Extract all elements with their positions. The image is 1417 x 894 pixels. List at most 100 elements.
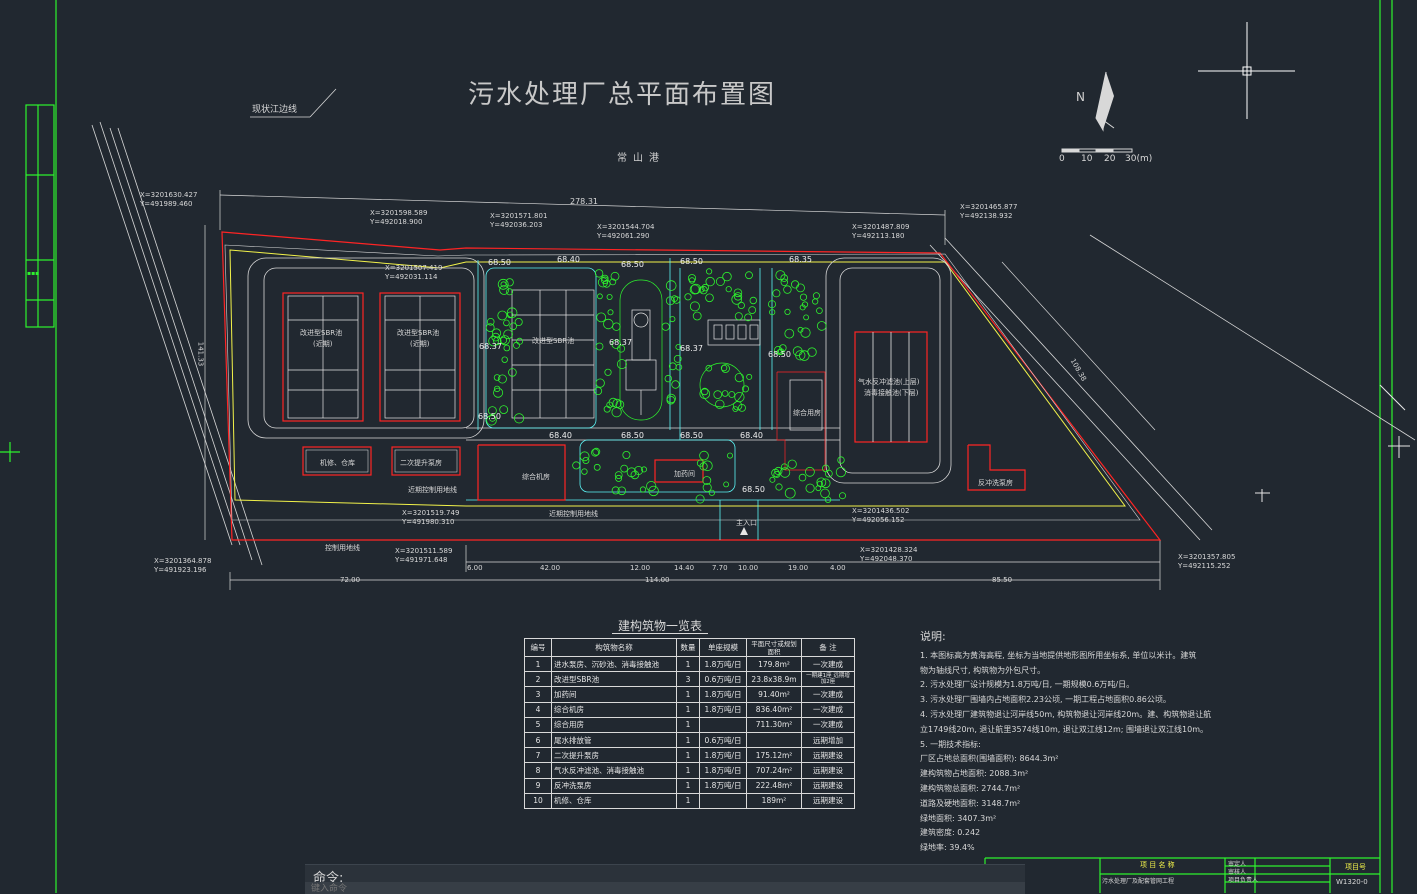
repair-warehouse[interactable] bbox=[302, 446, 372, 476]
tree-symbol bbox=[688, 277, 696, 284]
tree-symbol bbox=[509, 322, 518, 331]
main-machine-building[interactable] bbox=[477, 444, 566, 501]
dim-bottom-7: 19.00 bbox=[788, 564, 809, 572]
tree-symbol bbox=[722, 271, 732, 282]
tree-symbol bbox=[749, 296, 757, 305]
sbr-tank-3[interactable] bbox=[511, 289, 595, 419]
tree-symbol bbox=[780, 278, 788, 286]
table-cell: 远期建设 bbox=[801, 792, 855, 809]
sbr-tank-1[interactable] bbox=[282, 292, 364, 422]
tree-symbol bbox=[669, 316, 676, 323]
title-block-role: 项目负责人 bbox=[1228, 877, 1259, 884]
cyan-roads bbox=[466, 258, 840, 540]
coord-x: X=3201544.704 bbox=[597, 223, 655, 231]
elev-label: 68.37 bbox=[680, 344, 703, 353]
tree-symbol bbox=[784, 308, 791, 315]
tree-symbol bbox=[816, 477, 827, 488]
coord-y: Y=492018.900 bbox=[370, 218, 423, 226]
note-line: 立1749线20m, 退让航里3574线10m, 退让双江线12m; 围墙退让双… bbox=[920, 724, 1209, 734]
tree-symbol bbox=[646, 480, 657, 492]
coord-y: Y=492113.180 bbox=[852, 232, 905, 240]
tree-symbol bbox=[772, 289, 781, 298]
tree-symbol bbox=[499, 405, 509, 415]
sbr-tank-2[interactable] bbox=[379, 292, 461, 422]
table-header: 平面尺寸或规划面积 bbox=[746, 638, 802, 657]
tree-symbol bbox=[702, 476, 712, 485]
dim-bottom-4: 14.40 bbox=[674, 564, 695, 572]
command-line-panel: 命令: bbox=[305, 864, 1025, 894]
tree-symbol bbox=[742, 385, 750, 393]
tree-symbol bbox=[675, 363, 683, 371]
tree-symbol bbox=[597, 277, 609, 288]
note-line: 1. 本图标高为黄海高程, 坐标为当地提供地形图所用坐标系, 单位以米计。建筑 bbox=[920, 650, 1197, 660]
coord-x: X=3201598.589 bbox=[370, 209, 428, 217]
north-arrow-icon bbox=[1095, 71, 1115, 132]
table-cell: 23.8x38.9m bbox=[746, 671, 802, 688]
tree-symbol bbox=[699, 388, 711, 400]
tree-symbol bbox=[508, 368, 517, 377]
elev-label: 68.40 bbox=[557, 255, 580, 264]
table-cell: 1.8万吨/日 bbox=[699, 686, 747, 703]
elev-label: 68.50 bbox=[621, 431, 644, 440]
note-line: 3. 污水处理厂围墙内占地面积2.23公顷, 一期工程占地面积0.86公顷。 bbox=[920, 695, 1171, 705]
tree-symbol bbox=[582, 456, 590, 464]
tree-symbol bbox=[665, 296, 675, 306]
inlet-pump-grit-chamber[interactable] bbox=[619, 279, 663, 421]
secondary-pump-house[interactable] bbox=[391, 446, 461, 476]
tree-symbol bbox=[708, 489, 716, 496]
table-cell: 一次建成 bbox=[801, 655, 855, 673]
note-line: 5. 一期技术指标: bbox=[920, 739, 981, 749]
table-cell: 4 bbox=[524, 701, 552, 718]
main-entrance[interactable] bbox=[740, 527, 748, 535]
tree-symbol bbox=[634, 465, 644, 475]
table-cell: 1 bbox=[676, 686, 700, 703]
backwash-pump-house[interactable] bbox=[967, 444, 1026, 491]
tree-symbol bbox=[606, 293, 613, 300]
tree-symbol bbox=[516, 337, 524, 345]
north-label: N bbox=[1076, 90, 1085, 104]
tree-symbol bbox=[784, 487, 796, 499]
coord-x: X=3201507.419 bbox=[385, 264, 443, 272]
tree-symbol bbox=[497, 278, 509, 290]
tree-symbol bbox=[671, 380, 680, 389]
roads bbox=[247, 257, 952, 484]
tree-symbol bbox=[499, 285, 510, 295]
tree-symbol bbox=[795, 350, 806, 361]
title-block-role: 审核人 bbox=[1228, 869, 1247, 876]
filter-contact-tank[interactable] bbox=[854, 331, 928, 443]
note-line: 4. 污水处理厂建筑物退让河岸线50m, 构筑物退让河岸线20m。建、构筑物退让… bbox=[920, 709, 1212, 719]
table-cell: 远期建设 bbox=[801, 762, 855, 779]
coord-x: X=3201519.749 bbox=[402, 509, 460, 517]
table-cell: 一期建1座 远期增加2座 bbox=[801, 671, 855, 688]
tree-symbol bbox=[769, 309, 776, 316]
table-cell: 一次建成 bbox=[801, 686, 855, 703]
label-pipe-2: 控制用地线 bbox=[325, 544, 360, 552]
tree-symbol bbox=[626, 467, 637, 478]
dosing-building[interactable] bbox=[654, 459, 704, 483]
dim-left-side: 141.33 bbox=[196, 341, 205, 367]
table-cell: 综合用房 bbox=[551, 716, 677, 733]
table-cell: 1 bbox=[676, 655, 700, 673]
tree-symbol bbox=[513, 341, 521, 349]
tree-symbol bbox=[725, 286, 732, 293]
tree-symbol bbox=[596, 312, 607, 323]
table-cell: 3 bbox=[524, 686, 552, 703]
tree-symbol bbox=[715, 399, 725, 410]
command-input[interactable] bbox=[305, 882, 1025, 894]
tree-symbol bbox=[603, 318, 614, 330]
label-sbr-1: 改进型SBR池 bbox=[300, 329, 343, 337]
tree-symbol bbox=[690, 283, 702, 295]
tree-symbol bbox=[615, 400, 625, 409]
tree-symbol bbox=[617, 486, 627, 496]
tree-symbol bbox=[733, 292, 743, 301]
tree-symbol bbox=[728, 391, 736, 398]
elev-label: 68.40 bbox=[740, 431, 763, 440]
tree-symbol bbox=[720, 364, 728, 372]
tree-symbol bbox=[648, 485, 659, 497]
tree-symbol bbox=[664, 374, 672, 383]
table-cell: 9 bbox=[524, 777, 552, 794]
table-header: 构筑物名称 bbox=[551, 638, 677, 657]
